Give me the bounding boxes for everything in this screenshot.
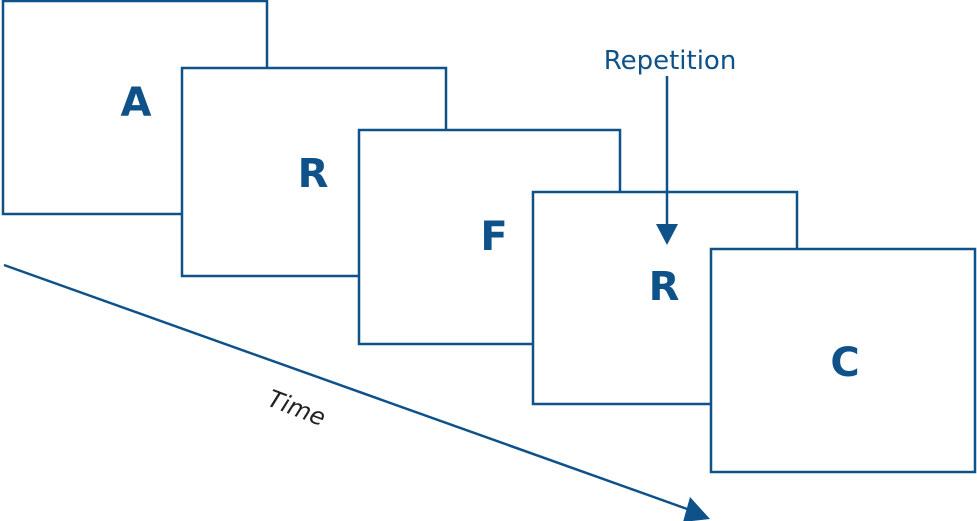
frame-5-letter: C [830,340,859,386]
frame-2-letter: R [298,151,329,197]
repetition-annotation: Repetition [604,46,737,245]
frame-4-letter: R [649,264,680,310]
time-arrow-shaft [3,263,691,512]
frame-1-letter: A [121,80,152,126]
frame-3-letter: F [480,214,507,260]
frame-5: C [709,247,977,474]
repetition-arrow-head [656,224,678,245]
time-arrow-head [683,497,710,521]
frame-5-box [709,247,977,474]
time-label: Time [264,384,330,431]
repetition-label: Repetition [604,46,737,76]
